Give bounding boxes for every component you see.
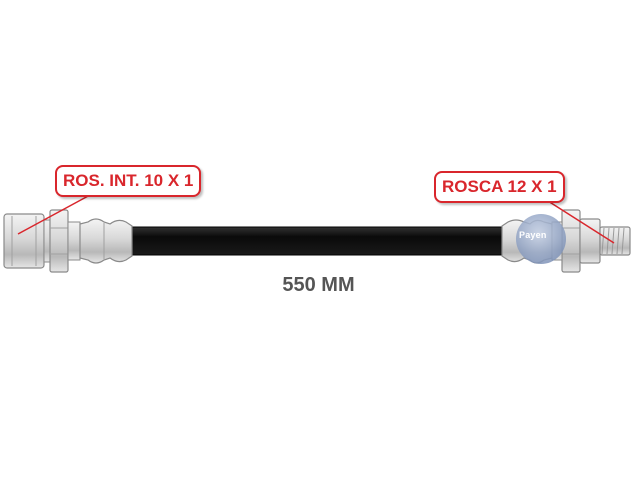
thread-lines — [601, 227, 625, 255]
right-thread-callout: ROSCA 12 X 1 — [434, 171, 565, 203]
left-fitting — [3, 209, 133, 273]
left-bracket-plate — [49, 209, 69, 273]
right-fitting — [501, 209, 631, 273]
hose-body — [129, 226, 505, 256]
left-hex-nut — [3, 213, 45, 269]
right-leader-line — [547, 200, 615, 244]
left-leader-line — [17, 194, 91, 235]
left-thread-callout: ROS. INT. 10 X 1 — [55, 165, 202, 197]
right-threaded-stud — [599, 226, 631, 256]
left-crimp-ferrule — [79, 218, 133, 264]
left-collar — [43, 219, 51, 263]
payen-logo-badge — [516, 214, 566, 264]
hose-length-label: 550 MM — [282, 274, 355, 296]
payen-logo: Payen — [519, 230, 547, 240]
right-hex-nut — [579, 218, 601, 264]
left-washer — [67, 221, 81, 261]
